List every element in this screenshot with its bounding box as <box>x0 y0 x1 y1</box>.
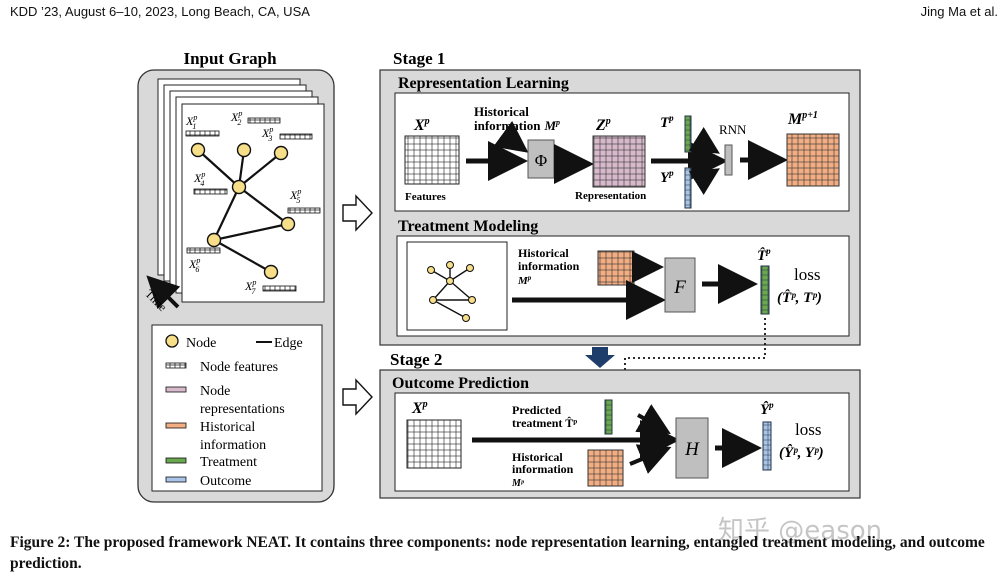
graph-snapshot-stack <box>157 78 325 303</box>
rep-hist-label-1: Historical <box>474 104 529 119</box>
treatment-modeling-title: Treatment Modeling <box>398 218 538 235</box>
outcome-hist-label-2: information <box>512 462 574 476</box>
header-authors: Jing Ma et al. <box>920 4 998 19</box>
graph-node <box>273 145 289 161</box>
yhat-label: Ŷp <box>760 400 774 418</box>
legend-outcome-icon <box>165 476 187 483</box>
legend-representation-label-1: Node <box>200 384 230 399</box>
legend-edge-label: Edge <box>274 336 303 351</box>
rep-learning-title: Representation Learning <box>398 75 569 92</box>
feature-matrix <box>404 135 460 185</box>
treat-loss-args: (T̂ᵖ, Tᵖ) <box>777 288 822 306</box>
h-block <box>675 417 709 479</box>
arrow-y-to-rnn <box>688 168 720 196</box>
figure-caption: Figure 2: The proposed framework NEAT. I… <box>10 534 985 572</box>
graph-node <box>190 142 206 158</box>
treat-loss-label: loss <box>794 265 820 284</box>
outcome-prediction-title: Outcome Prediction <box>392 375 529 392</box>
z-label: Zp <box>595 116 611 134</box>
pred-label-2: treatment T̂ᵖ <box>512 416 577 430</box>
mini-graph-frame <box>406 241 508 331</box>
treat-historical-matrix <box>597 250 635 286</box>
historical-matrix-next <box>786 133 840 187</box>
arrow-treat-to-h <box>635 404 671 434</box>
legend-historical-icon <box>165 422 187 429</box>
y-label: Yp <box>660 168 674 186</box>
that-label: T̂p <box>757 246 771 264</box>
legend-historical-label-1: Historical <box>200 420 255 435</box>
stage2-title: Stage 2 <box>390 350 442 369</box>
treat-hist-label-1: Historical <box>518 246 569 260</box>
svg-text:Xp7: Xp7 <box>244 278 256 296</box>
legend-treatment-icon <box>165 457 187 464</box>
outcome-feature-matrix <box>406 419 462 469</box>
arrow-hist-to-phi <box>493 120 529 153</box>
treatment-vector <box>684 115 692 153</box>
svg-text:Xp4: Xp4 <box>193 170 205 188</box>
arrow-t-to-rnn <box>688 126 720 154</box>
representation-matrix <box>592 135 646 188</box>
stage-transition-arrow <box>585 347 615 368</box>
legend-node-icon <box>165 334 179 348</box>
graph-edges <box>197 149 289 273</box>
outcome-loss-label: loss <box>795 420 821 439</box>
graph-nodes <box>190 142 296 280</box>
treat-hist-label-2: information <box>518 259 580 273</box>
graph-node <box>263 264 279 280</box>
legend-historical-label-2: information <box>200 438 266 453</box>
mini-graph-nodes <box>427 261 476 322</box>
legend-node-label: Node <box>186 336 216 351</box>
svg-text:Xp6: Xp6 <box>188 256 200 274</box>
legend-outcome-label: Outcome <box>200 474 251 489</box>
outcome-predicted-treatment <box>604 399 613 435</box>
outcome-hist-label-m: Mᵖ <box>511 478 525 489</box>
legend-features-label: Node features <box>200 360 278 375</box>
representation-label: Representation <box>575 190 646 202</box>
phi-label: Φ <box>535 151 547 170</box>
graph-node <box>236 142 252 158</box>
hollow-arrow-stage2 <box>342 378 373 416</box>
outcome-x-label: Xp <box>411 399 428 417</box>
m-next-label: Mp+1 <box>787 110 818 128</box>
watermark: 知乎 @eason <box>718 516 883 546</box>
features-label: Features <box>405 191 446 203</box>
legend-features-icon <box>165 362 187 369</box>
outcome-vector <box>684 167 692 209</box>
t-label: Tp <box>660 113 674 131</box>
predicted-outcome-vector <box>762 421 772 471</box>
rnn-label: RNN <box>719 122 747 137</box>
arrow-hist-to-h <box>629 444 672 474</box>
svg-text:Xp3: Xp3 <box>261 125 273 143</box>
legend-representation-icon <box>165 386 187 393</box>
graph-node <box>280 216 296 232</box>
predicted-treatment-vector <box>760 265 770 315</box>
rep-x-label: Xp <box>413 116 430 134</box>
legend-representation-label-2: representations <box>200 402 285 417</box>
rnn-block <box>724 144 733 176</box>
outcome-hist-label-1: Historical <box>512 450 563 464</box>
graph-node <box>231 179 247 195</box>
f-block <box>664 257 696 313</box>
stage1-title: Stage 1 <box>393 49 445 68</box>
h-label: H <box>684 439 700 460</box>
outcome-loss-args: (Ŷᵖ, Yᵖ) <box>779 444 824 461</box>
svg-text:Xp5: Xp5 <box>289 187 301 205</box>
hollow-arrow-stage1 <box>342 194 373 232</box>
svg-text:Xp2: Xp2 <box>230 109 242 127</box>
graph-node <box>206 232 222 248</box>
f-label: F <box>673 277 686 298</box>
svg-text:Xp1: Xp1 <box>185 113 197 131</box>
treat-hist-label-m: Mp <box>517 274 532 287</box>
outcome-historical-matrix <box>587 449 624 487</box>
phi-block <box>527 139 555 179</box>
time-arrow <box>146 275 181 310</box>
pred-label-1: Predicted <box>512 403 561 417</box>
input-graph-title: Input Graph <box>183 49 277 68</box>
header-venue: KDD ’23, August 6–10, 2023, Long Beach, … <box>10 4 310 19</box>
legend-treatment-label: Treatment <box>200 455 257 470</box>
